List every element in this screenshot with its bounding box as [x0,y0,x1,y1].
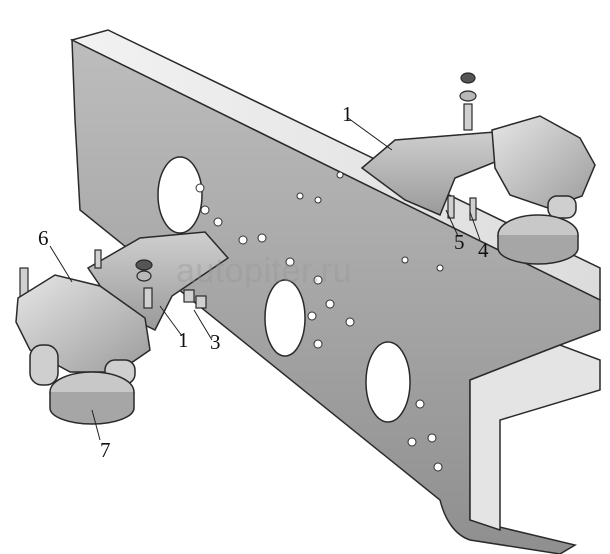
leader-lines [49,117,481,441]
frame-holes [195,171,444,472]
left-bolts [19,249,207,309]
callout-7: 7 [100,438,111,462]
frame-cutout-2 [264,279,306,357]
frame-cutout-3 [365,341,411,423]
valve-right-port [547,195,577,219]
frame-bottom-flange [469,344,601,532]
callout-3: 3 [210,330,221,354]
valve-right-body [491,115,596,209]
valve-left-diaphragm-ring [49,392,135,425]
callout-1-bottom: 1 [178,328,189,352]
callout-6: 6 [38,226,49,250]
bracket-plate-right [360,129,522,216]
valve-left-port [29,344,59,386]
callout-4: 4 [478,238,489,262]
callout-1-top: 1 [342,102,353,126]
valve-right-diaphragm-ring [497,235,579,265]
frame-cutout-1 [157,156,203,234]
callout-5: 5 [454,230,465,254]
watermark-text: autopiter.ru [176,252,353,290]
